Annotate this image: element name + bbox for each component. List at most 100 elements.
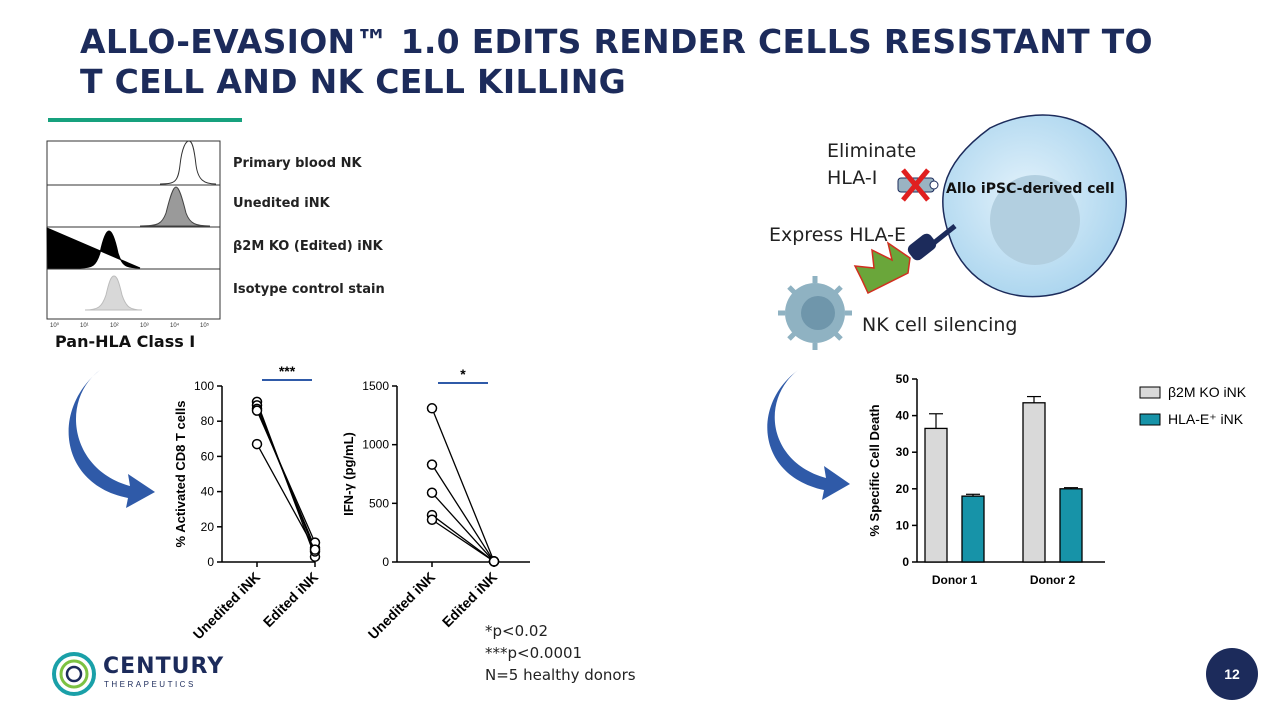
curved-arrow-right bbox=[767, 370, 850, 500]
y-tick-label: 20 bbox=[896, 482, 910, 496]
hist-axis-label: Pan-HLA Class I bbox=[55, 332, 196, 351]
hist-tick: 10⁵ bbox=[200, 322, 210, 329]
x-tick-label: Edited iNK bbox=[260, 569, 321, 630]
bar bbox=[1059, 488, 1083, 563]
y-tick-label: 10 bbox=[896, 518, 910, 532]
page-number-badge: 12 bbox=[1206, 648, 1258, 700]
hla-i-receptor-head bbox=[929, 180, 939, 190]
express-hla-e-label: Express HLA-E bbox=[769, 224, 906, 246]
legend-label: HLA-E⁺ iNK bbox=[1168, 411, 1244, 427]
logo-subtitle: THERAPEUTICS bbox=[104, 680, 196, 689]
logo-ring-core bbox=[65, 665, 83, 683]
y-tick-label: 40 bbox=[201, 485, 215, 499]
hist-label-isotype: Isotype control stain bbox=[233, 282, 385, 297]
hist-tick: 10¹ bbox=[80, 323, 89, 329]
data-point bbox=[426, 487, 438, 499]
y-tick-label: 1500 bbox=[362, 379, 389, 393]
data-point bbox=[426, 403, 438, 414]
bar bbox=[1022, 402, 1046, 563]
series-line bbox=[256, 443, 316, 550]
logo-ring-inner bbox=[59, 659, 89, 689]
y-tick-label: 20 bbox=[201, 520, 215, 534]
x-tick-label: Donor 1 bbox=[932, 573, 978, 587]
series-line bbox=[431, 519, 495, 562]
hist-tick: 10⁰ bbox=[50, 322, 60, 329]
title-line-1: ALLO-EVASION™ 1.0 EDITS RENDER CELLS RES… bbox=[80, 22, 1153, 61]
y-axis-label: IFN-γ (pg/mL) bbox=[341, 432, 356, 516]
footnote-line: N=5 healthy donors bbox=[485, 666, 636, 684]
arrow-shape bbox=[68, 370, 155, 508]
hist-tick: 10⁴ bbox=[170, 322, 180, 329]
y-tick-label: 100 bbox=[194, 379, 214, 393]
footnote-line: *p<0.02 bbox=[485, 622, 548, 640]
data-point bbox=[309, 544, 321, 555]
y-tick-label: 40 bbox=[896, 409, 910, 423]
series-line bbox=[256, 410, 316, 543]
allo-evasion-diagram bbox=[778, 114, 1128, 350]
legend-swatch bbox=[1139, 413, 1161, 426]
cell-label: Allo iPSC-derived cell bbox=[946, 181, 1115, 197]
title-accent-rule bbox=[48, 118, 242, 122]
hist-tick: 10³ bbox=[140, 323, 149, 329]
data-point bbox=[426, 459, 438, 470]
hla-e-receptor-icon bbox=[907, 233, 937, 261]
histogram-peak-edited-inik bbox=[46, 227, 141, 269]
hist-label-edited-inik: β2M KO (Edited) iNK bbox=[233, 239, 383, 254]
histogram-peak-unedited-inik bbox=[139, 186, 211, 227]
x-tick-label: Donor 2 bbox=[1030, 573, 1076, 587]
inhibitory-signal-arrow-icon bbox=[853, 241, 911, 295]
y-tick-label: 50 bbox=[896, 372, 910, 386]
footnote-line: ***p<0.0001 bbox=[485, 644, 583, 662]
y-tick-label: 0 bbox=[207, 555, 214, 569]
nk-cell-nucleus bbox=[801, 296, 835, 330]
series-line bbox=[431, 464, 495, 562]
x-tick-label: Unedited iNK bbox=[190, 569, 263, 642]
data-point bbox=[251, 405, 263, 416]
hist-label-unedited-inik: Unedited iNK bbox=[233, 196, 330, 211]
y-axis-label: % Specific Cell Death bbox=[867, 404, 882, 536]
histogram-peak-primary-nk bbox=[159, 140, 217, 185]
histogram-frame bbox=[46, 140, 221, 320]
nk-silencing-label: NK cell silencing bbox=[862, 314, 1018, 336]
diagram-eliminate-text: Eliminate HLA-I bbox=[827, 138, 916, 192]
title-line-2: T CELL AND NK CELL KILLING bbox=[80, 62, 627, 101]
y-tick-label: 30 bbox=[896, 445, 910, 459]
hla-i-label: HLA-I bbox=[827, 167, 878, 189]
nk-cell-spikes bbox=[778, 276, 852, 350]
legend-swatch bbox=[1139, 386, 1161, 399]
y-axis-label: % Activated CD8 T cells bbox=[173, 401, 188, 548]
series-line bbox=[431, 408, 495, 562]
y-tick-label: 0 bbox=[382, 555, 389, 569]
cross-out-icon bbox=[901, 168, 930, 202]
y-tick-label: 0 bbox=[902, 555, 909, 569]
x-tick-label: Unedited iNK bbox=[365, 569, 438, 642]
y-tick-label: 1000 bbox=[362, 438, 389, 452]
cell-nucleus bbox=[990, 175, 1080, 265]
bar bbox=[961, 495, 985, 563]
significance-marker: *** bbox=[279, 363, 296, 379]
y-tick-label: 60 bbox=[201, 449, 215, 463]
legend-label: β2M KO iNK bbox=[1168, 384, 1247, 400]
curved-arrow-left bbox=[68, 370, 155, 508]
histogram-peak-isotype bbox=[84, 275, 143, 311]
arrow-shape bbox=[767, 370, 850, 500]
flow-histogram: 10⁰ 10¹ 10² 10³ 10⁴ 10⁵ bbox=[46, 140, 221, 329]
bar bbox=[924, 427, 948, 563]
hist-tick: 10² bbox=[110, 323, 119, 329]
significance-marker: * bbox=[460, 366, 466, 382]
data-point bbox=[488, 556, 500, 567]
chart-activated-cd8: 0 20 40 60 80 100 % Activated CD8 T cellsUnedi… bbox=[173, 363, 321, 642]
series-line bbox=[431, 492, 495, 562]
nk-cell-icon bbox=[778, 276, 852, 350]
century-logo-icon bbox=[52, 652, 96, 696]
y-tick-label: 500 bbox=[369, 496, 389, 510]
data-point bbox=[426, 514, 438, 526]
logo-ring-outer bbox=[52, 652, 96, 696]
y-tick-label: 80 bbox=[201, 414, 215, 428]
data-point bbox=[251, 438, 263, 450]
histogram-x-ticks: 10⁰ 10¹ 10² 10³ 10⁴ 10⁵ bbox=[50, 322, 210, 329]
hist-label-primary-nk: Primary blood NK bbox=[233, 156, 362, 171]
logo-wordmark: CENTURY bbox=[103, 654, 225, 679]
eliminate-label: Eliminate bbox=[827, 140, 917, 162]
